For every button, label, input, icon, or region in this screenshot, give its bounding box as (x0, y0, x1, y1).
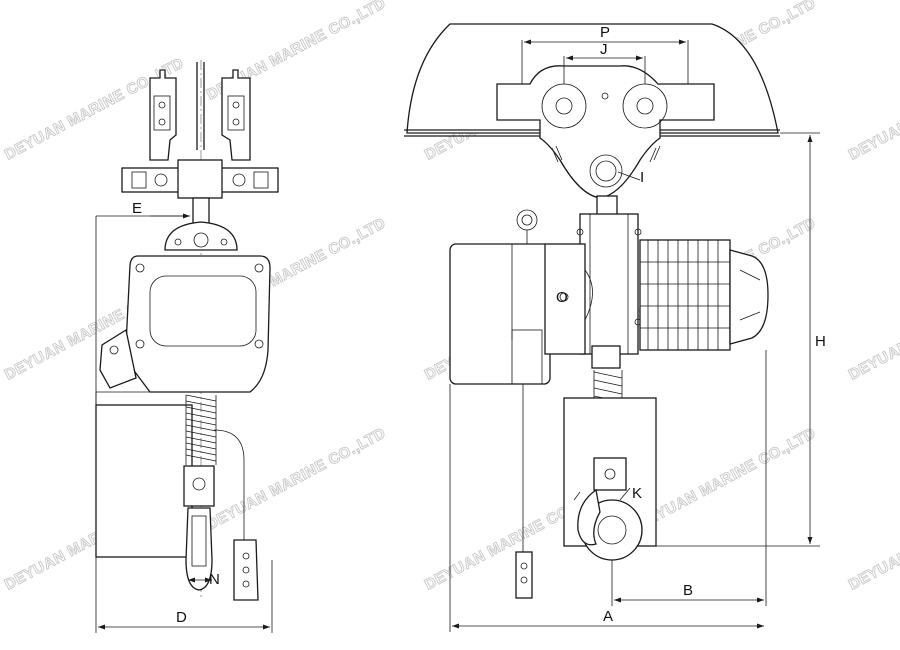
motor-fins (639, 239, 731, 351)
spring-left (185, 394, 217, 465)
watermark-text: DEYUAN MARINE CO.,LTD (846, 55, 900, 164)
label-i: I (640, 169, 644, 186)
label-p: P (600, 24, 610, 41)
watermark-text: DEYUAN MARINE CO.,LTD (634, 425, 819, 534)
watermark-text: DEYUAN MARINE CO.,LTD (846, 275, 900, 384)
label-d: D (176, 609, 187, 626)
label-o: O (556, 289, 568, 306)
label-e: E (132, 200, 142, 217)
watermark-text: DEYUAN MARINE CO.,LTD (204, 425, 389, 534)
label-b: B (683, 582, 693, 599)
label-a: A (603, 608, 613, 625)
label-h: H (815, 333, 826, 350)
watermark-text: DEYUAN MARINE CO.,LTD (846, 485, 900, 594)
side-view: E N D (95, 60, 279, 633)
label-j: J (600, 41, 608, 58)
label-n: N (209, 571, 220, 588)
front-view: O K (404, 23, 826, 632)
label-k: K (632, 485, 642, 502)
